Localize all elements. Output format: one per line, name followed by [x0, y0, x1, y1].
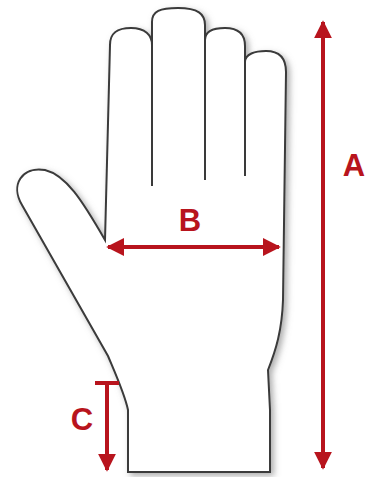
cuff-arrow-bar — [95, 381, 119, 385]
dimension-arrows — [95, 22, 323, 470]
dimension-letter: B — [179, 205, 201, 236]
width-arrow — [108, 245, 279, 249]
dimension-letter: C — [71, 404, 93, 435]
length-arrow — [321, 22, 325, 468]
cuff-arrow — [105, 383, 109, 470]
glove-outline — [17, 8, 286, 472]
finger-seams — [152, 34, 245, 186]
dimension-letter: A — [343, 150, 365, 181]
